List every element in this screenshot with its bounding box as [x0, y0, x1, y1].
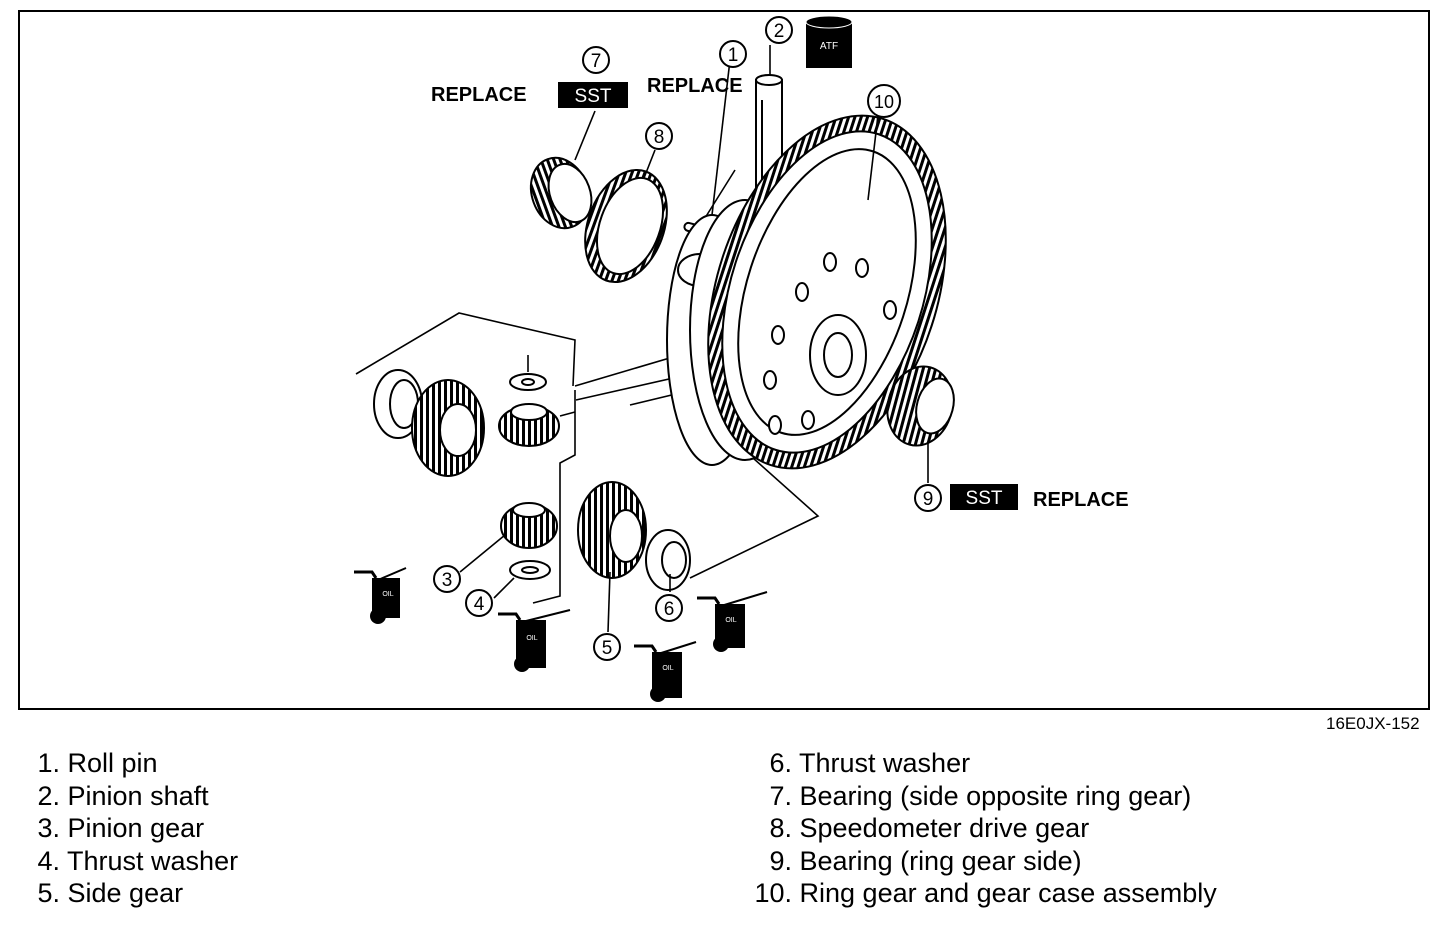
callout-4 — [465, 589, 493, 617]
sst-badge-right — [950, 484, 1018, 510]
callout-2-text: 2 — [774, 21, 785, 42]
side-gear — [577, 481, 647, 579]
callout-3 — [433, 565, 461, 593]
diagram-frame — [18, 10, 1430, 710]
bearing-side-opposite — [529, 156, 593, 230]
callout-4-text: 4 — [474, 594, 485, 615]
legend-item: 6. Thrust washer — [769, 748, 971, 778]
parts-legend-right: 6. Thrust washer 7. Bearing (side opposi… — [748, 747, 1217, 910]
sst-text-top: SST — [575, 86, 612, 107]
legend-item: 5. Side gear — [37, 878, 184, 908]
replace-tag-bearing-9: REPLACE — [1033, 489, 1129, 511]
callout-10-text: 10 — [874, 92, 894, 112]
atf-can: ATF — [805, 15, 853, 68]
bearing-ring-side — [886, 365, 955, 447]
legend-item: 1. Roll pin — [37, 748, 158, 778]
oil-label: OIL — [662, 665, 673, 672]
callout-3-text: 3 — [442, 570, 453, 591]
callout-1-text: 1 — [728, 45, 739, 66]
callout-8 — [645, 122, 673, 150]
upper-thrust-washer — [509, 373, 547, 391]
legend-item: 7. Bearing (side opposite ring gear) — [769, 780, 1192, 811]
left-side-gear — [411, 379, 485, 477]
oil-can-icon: OIL — [354, 567, 407, 624]
oil-can-icon: OIL — [697, 591, 768, 652]
callout-6 — [655, 594, 683, 622]
legend-item: 3. Pinion gear — [37, 813, 205, 843]
replace-tag-bearing-7: REPLACE — [431, 84, 527, 106]
oil-can-icon: OIL — [498, 609, 571, 672]
legend-item: 2. Pinion shaft — [37, 780, 209, 811]
callout-9 — [914, 484, 942, 512]
oil-label: OIL — [382, 591, 393, 598]
callout-8-text: 8 — [654, 127, 665, 148]
parts-legend-left: 1. Roll pin 2. Pinion shaft 3. Pinion ge… — [0, 747, 238, 910]
callout-5-text: 5 — [602, 638, 613, 659]
pinion-gear — [500, 502, 558, 549]
legend-item: 10. Ring gear and gear case assembly — [754, 878, 1217, 908]
callout-5 — [593, 633, 621, 661]
callout-1 — [719, 40, 747, 68]
callout-9-text: 9 — [923, 489, 934, 510]
thrust-washer-4 — [509, 560, 551, 580]
oil-label: OIL — [725, 617, 736, 624]
callout-7-text: 7 — [591, 51, 602, 72]
callout-2 — [765, 16, 793, 44]
callouts — [433, 16, 942, 661]
ring-gear-case — [666, 114, 947, 470]
upper-pinion-gear — [498, 403, 560, 447]
thrust-washer-6 — [645, 529, 691, 591]
speedometer-gear — [584, 168, 668, 284]
legend-item: 4. Thrust washer — [37, 845, 239, 876]
callout-7 — [582, 46, 610, 74]
legend-item: 8. Speedometer drive gear — [769, 813, 1090, 843]
replace-tag-roll-pin: REPLACE — [647, 75, 743, 97]
oil-label: OIL — [526, 635, 537, 642]
atf-label: ATF — [820, 41, 838, 52]
callout-10 — [867, 84, 901, 118]
callout-numbers: 1 2 3 4 5 6 7 8 9 10 — [442, 21, 934, 659]
leader-lines — [459, 110, 929, 633]
legend-item: 9. Bearing (ring gear side) — [769, 845, 1082, 876]
figure-code: 16E0JX-152 — [1326, 714, 1420, 733]
sst-text-right: SST — [966, 488, 1003, 509]
callout-6-text: 6 — [664, 599, 675, 620]
sst-badge-top — [558, 82, 628, 108]
oil-can-icon: OIL — [634, 641, 697, 702]
